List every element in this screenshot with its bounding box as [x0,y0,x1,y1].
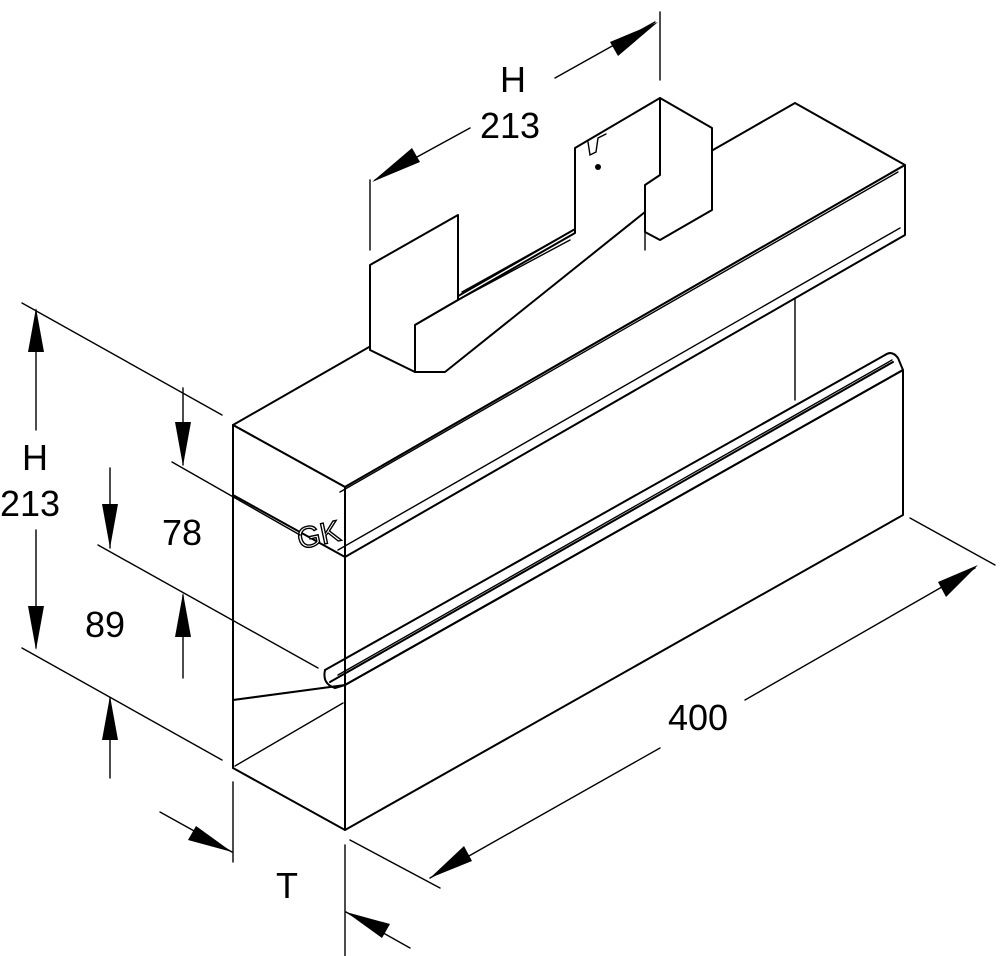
tee-slot-edge [457,239,571,301]
depth-arrow-right [188,826,232,852]
left-dim-letter: H [22,437,48,478]
dimension-left-height: H 213 [0,302,223,761]
left-arrow-up [28,308,44,352]
dimension-upper-78: 78 [97,387,319,669]
dimension-depth-t: T [159,781,411,956]
lower-lip-edge-4 [344,369,904,686]
tee-right-tab [644,97,713,241]
depth-arrow-left [346,912,390,938]
dimension-top-width: H 213 [369,11,661,251]
upper-dim-value: 78 [162,512,202,553]
tee-slot-edge-2 [461,231,571,293]
lower-lip-end-curl [323,669,346,689]
upper-arrow-down-2 [102,504,118,548]
dimension-lower-89: 89 [85,593,191,779]
dimension-length-400: 400 [349,517,996,889]
lower-lip-edge-1 [324,354,886,671]
lower-lip-edge-3 [337,359,893,676]
lower-arrow-up-2 [102,696,118,740]
tee-rivet [595,164,601,170]
top-arrow-right [610,22,658,56]
top-dim-letter: H [500,59,526,100]
upper-front-bevel [339,171,899,493]
lower-lip-edge-2 [329,361,894,683]
gk-logo: GK [294,515,343,556]
top-arrow-left [372,148,420,182]
depth-dim-letter: T [276,865,298,906]
length-dim-value: 400 [668,697,728,738]
length-arrow-left [430,846,472,878]
tee-connector [369,97,713,373]
left-arrow-down [28,606,44,650]
upper-bottom-lip [337,227,901,551]
length-arrow-right [938,565,978,597]
lower-arrow-up [175,593,191,637]
lower-trunking-body [232,352,904,831]
lower-end-inner-edge [234,702,344,767]
upper-arrow-down [175,422,191,466]
lower-lip-far-curl [884,352,904,371]
lower-dim-value: 89 [85,604,125,645]
top-dim-value: 213 [480,105,540,146]
tee-clip [587,133,607,157]
left-dim-value: 213 [0,483,60,524]
